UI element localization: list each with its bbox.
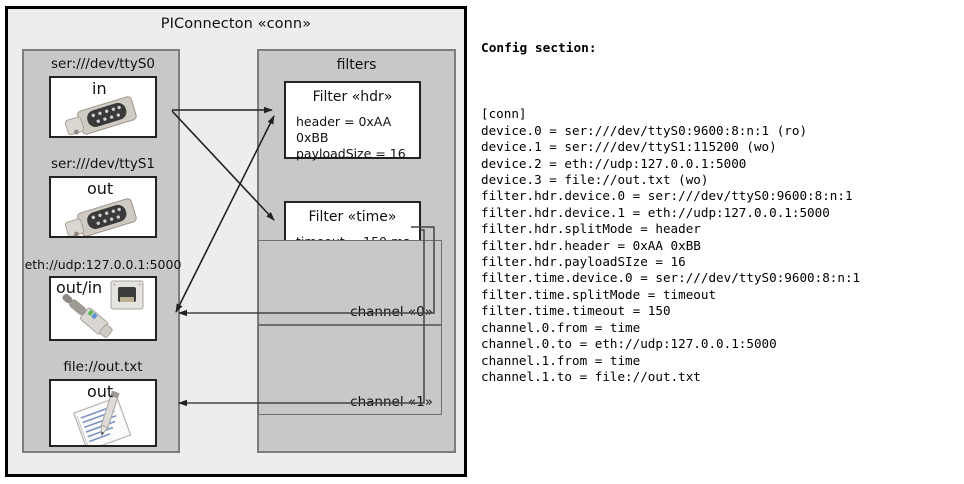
document-pencil-icon xyxy=(72,390,132,445)
config-line: filter.hdr.payloadSIze = 16 xyxy=(481,254,686,270)
filter-box-hdr[interactable]: Filter «hdr» header = 0xAA 0xBB payloadS… xyxy=(284,81,421,162)
connection-wires xyxy=(171,106,435,407)
ethernet-jack-icon xyxy=(62,280,144,338)
channel-region-0: channel «0» xyxy=(258,240,442,325)
channel-label-0: channel «0» xyxy=(350,304,433,320)
filter-props-hdr: header = 0xAA 0xBB payloadSize = 16 xyxy=(296,114,419,162)
config-line: device.0 = ser:///dev/ttyS0:9600:8:n:1 (… xyxy=(481,122,808,138)
config-line: [conn] xyxy=(481,106,527,122)
channel-label-1: channel «1» xyxy=(350,394,433,410)
wire-channel-1 xyxy=(178,229,425,407)
filter-prop: header = 0xAA 0xBB xyxy=(296,114,392,145)
config-line: channel.0.to = eth://udp:127.0.0.1:5000 xyxy=(481,336,777,352)
config-line: filter.time.device.0 = ser:///dev/ttyS0:… xyxy=(481,270,861,286)
device-io-file: out xyxy=(87,382,114,401)
device-io-ttys1: out xyxy=(87,179,114,198)
config-line: device.1 = ser:///dev/ttyS1:115200 (wo) xyxy=(481,139,777,155)
device-io-ttys0: in xyxy=(92,79,107,98)
filters-panel-title: filters xyxy=(336,57,377,73)
serial-port-icon xyxy=(64,96,137,136)
device-label-file: file://out.txt xyxy=(63,359,143,375)
config-section: Config section: [conn]device.0 = ser:///… xyxy=(481,8,959,418)
config-line: filter.hdr.header = 0xAA 0xBB xyxy=(481,237,701,253)
serial-port-icon xyxy=(64,198,137,236)
config-line: device.3 = file://out.txt (wo) xyxy=(481,172,709,188)
config-line: filter.hdr.device.0 = ser:///dev/ttyS0:9… xyxy=(481,188,853,204)
config-line: filter.time.timeout = 150 xyxy=(481,303,671,319)
config-line: filter.hdr.device.1 = eth://udp:127.0.0.… xyxy=(481,204,830,220)
filters-panel: filters Filter «hdr» header = 0xAA 0xBB … xyxy=(257,49,456,453)
filter-title-hdr: Filter «hdr» xyxy=(312,89,393,105)
device-box-ttys1[interactable]: out xyxy=(49,176,157,238)
config-lines: [conn]device.0 = ser:///dev/ttyS0:9600:8… xyxy=(481,106,959,385)
filter-title-time: Filter «time» xyxy=(308,209,397,225)
filter-prop: payloadSize = 16 xyxy=(296,146,406,161)
component-title: PIConnecton «conn» xyxy=(160,16,312,32)
devices-panel: ser:///dev/ttyS0 in xyxy=(22,49,182,453)
config-heading: Config section: xyxy=(481,40,597,56)
device-io-eth: out/in xyxy=(56,278,103,297)
config-line: channel.1.to = file://out.txt xyxy=(481,368,701,384)
device-box-ttys0[interactable]: in xyxy=(49,76,157,138)
device-label-eth: eth://udp:127.0.0.1:5000 xyxy=(24,257,182,272)
wire-ttys0-to-time xyxy=(171,110,275,221)
config-line: device.2 = eth://udp:127.0.0.1:5000 xyxy=(481,155,747,171)
connector-component: PIConnecton «conn» ser:///dev/ttyS0 in xyxy=(5,6,467,477)
config-line: filter.time.splitMode = timeout xyxy=(481,286,717,302)
wire-channel-0 xyxy=(178,226,435,317)
config-line: channel.1.from = time xyxy=(481,352,641,368)
config-line: channel.0.from = time xyxy=(481,319,641,335)
channel-region-1: channel «1» xyxy=(258,325,442,415)
device-label-ttys1: ser:///dev/ttyS1 xyxy=(51,156,155,172)
config-line: filter.hdr.splitMode = header xyxy=(481,221,701,237)
wire-eth-to-hdr xyxy=(175,115,275,313)
device-label-ttys0: ser:///dev/ttyS0 xyxy=(51,56,155,72)
device-box-file[interactable]: out xyxy=(49,379,157,447)
device-box-eth[interactable]: out/in xyxy=(49,276,157,341)
